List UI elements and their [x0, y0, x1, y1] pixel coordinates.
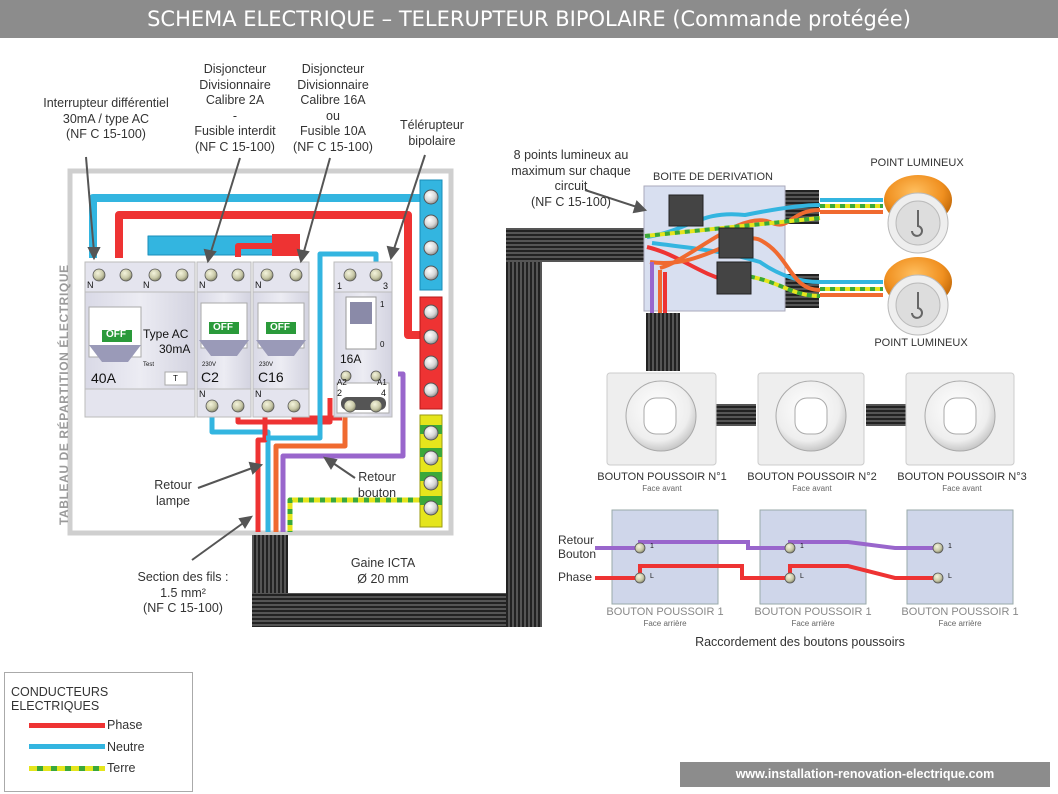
front-button-1-name: BOUTON POUSSOIR N°1 [597, 471, 727, 483]
legend-swatch-neutral [29, 744, 105, 749]
relay-rating: 16A [340, 352, 362, 366]
back-terminals [634, 542, 944, 584]
back-3-t1: 1 [948, 543, 952, 550]
rcd-switch-label: OFF [106, 329, 126, 340]
legend-swatch-phase [29, 723, 105, 728]
legend-label-earth: Terre [107, 761, 136, 775]
back-2-t1: 1 [800, 543, 804, 550]
back-button-1-name: BOUTON POUSSOIR 1 [606, 606, 724, 618]
relay-t3: 3 [383, 281, 389, 291]
front-button-1-face: Face avant [642, 484, 682, 493]
legend-title: CONDUCTEURS ELECTRIQUES [11, 685, 109, 713]
light-point-top [884, 175, 952, 254]
rcd-n-label: N [87, 280, 94, 290]
back-1-t1: 1 [650, 543, 654, 550]
back-button-2-face: Face arrière [791, 619, 835, 628]
legend-swatch-earth [29, 766, 105, 771]
back-button-3-name: BOUTON POUSSOIR 1 [901, 606, 1019, 618]
back-button-3-face: Face arrière [938, 619, 982, 628]
rcd-type: Type AC [143, 327, 189, 341]
push-button-back-2 [759, 509, 867, 605]
back-2-tL: L [800, 573, 804, 580]
push-button-front-2 [757, 372, 865, 466]
c2-rating: C2 [201, 369, 219, 385]
label-section: Section des fils :1.5 mm²(NF C 15-100) [137, 570, 229, 615]
rcd-module [84, 261, 196, 418]
footer-bar [680, 762, 1050, 787]
front-button-3-face: Face avant [942, 484, 982, 493]
relay-pos1: 1 [380, 300, 385, 309]
c16-n-label: N [255, 280, 262, 290]
footer-link[interactable]: www.installation-renovation-electrique.c… [735, 767, 995, 781]
breaker-c16 [252, 261, 310, 418]
callout-arrows [85, 154, 648, 561]
legend-label-neutral: Neutre [107, 740, 145, 754]
relay-a2: A2 [337, 378, 347, 387]
c2-switch-label: OFF [213, 322, 233, 333]
rcd-n-label-2: N [143, 280, 150, 290]
c16-n-bottom: N [255, 389, 262, 399]
c2-n-bottom: N [199, 389, 206, 399]
relay-a1: A1 [377, 378, 387, 387]
relay-module [333, 261, 393, 418]
back-3-tL: L [948, 573, 952, 580]
terminal-screws [92, 268, 383, 413]
busbar-neutral [419, 179, 443, 291]
wiring-label-phase: Phase [558, 570, 593, 584]
label-light-top: POINT LUMINEUX [870, 157, 964, 169]
relay-t4: 4 [381, 388, 387, 398]
title-bar [0, 0, 1058, 38]
label-junction-box: BOITE DE DERIVATION [653, 171, 773, 183]
legend-label-phase: Phase [107, 718, 143, 732]
panel-vertical-label: TABLEAU DE RÉPARTITION ÉLECTRIQUE [57, 264, 71, 525]
c2-voltage: 230V [202, 362, 217, 368]
c16-switch-label: OFF [270, 322, 290, 333]
push-button-back-1 [611, 509, 719, 605]
back-button-2-name: BOUTON POUSSOIR 1 [754, 606, 872, 618]
relay-pos0: 0 [380, 340, 385, 349]
relay-t2: 2 [337, 388, 343, 398]
c16-voltage: 230V [259, 362, 274, 368]
push-button-front-3 [905, 372, 1015, 466]
rcd-sensitivity: 30mA [159, 342, 191, 356]
junction-box [643, 185, 821, 313]
label-light-bottom: POINT LUMINEUX [874, 337, 968, 349]
busbar-earth [419, 414, 443, 528]
c2-n-label: N [199, 280, 206, 290]
push-button-back-3 [906, 509, 1014, 605]
rcd-rating: 40A [91, 370, 116, 386]
conduit-icta [252, 190, 906, 627]
busbar-phase [419, 296, 443, 410]
back-1-tL: L [650, 573, 654, 580]
light-point-bottom [884, 257, 952, 336]
push-button-front-1 [606, 372, 717, 466]
legend: CONDUCTEURS ELECTRIQUES Phase Neutre Ter… [4, 672, 193, 792]
back-button-1-face: Face arrière [643, 619, 687, 628]
front-button-3-name: BOUTON POUSSOIR N°3 [897, 471, 1027, 483]
rcd-test-button[interactable]: T [173, 374, 178, 383]
breaker-c2 [196, 261, 252, 418]
page-title: SCHEMA ELECTRIQUE – TELERUPTEUR BIPOLAIR… [147, 7, 911, 31]
relay-t1: 1 [337, 281, 343, 291]
c16-rating: C16 [258, 369, 284, 385]
light-wires [820, 198, 883, 297]
rcd-test: Test [143, 362, 155, 368]
front-button-2-name: BOUTON POUSSOIR N°2 [747, 471, 877, 483]
wiring-caption: Raccordement des boutons poussoirs [695, 635, 905, 649]
front-button-2-face: Face avant [792, 484, 832, 493]
